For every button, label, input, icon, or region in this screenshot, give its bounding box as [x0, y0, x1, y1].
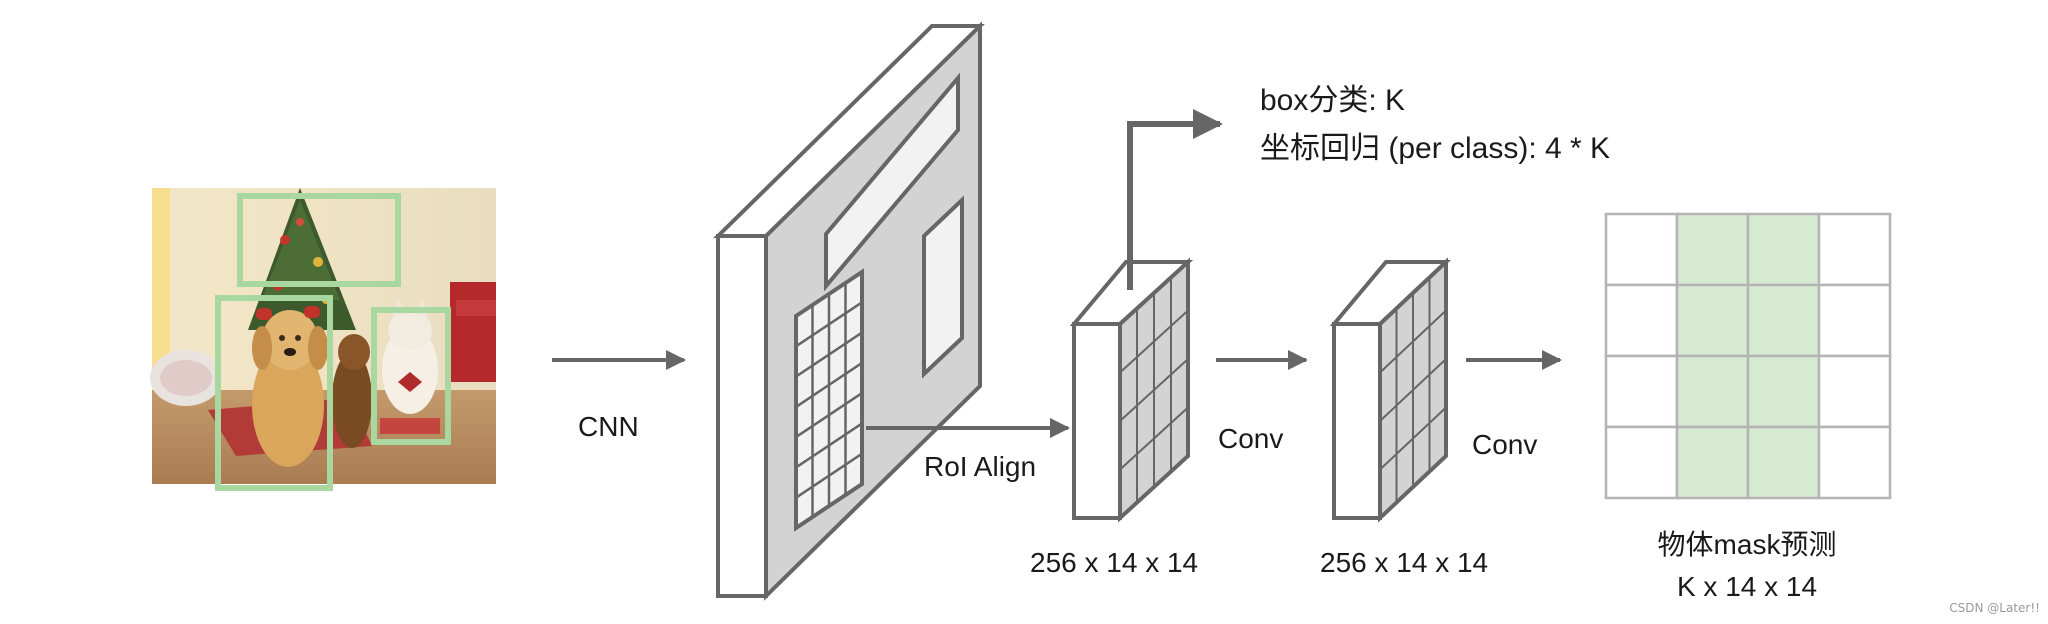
roi-grid-lines — [795, 283, 863, 517]
mask-prediction-grid — [1604, 212, 1892, 500]
conv-label-1: Conv — [1218, 423, 1283, 454]
mask-cell-foreground — [1746, 283, 1821, 358]
mask-cell-background — [1604, 283, 1679, 358]
mask-cell-background — [1817, 425, 1892, 500]
feature-map-panel-right — [922, 195, 964, 379]
box-regression-label: 坐标回归 (per class): 4 * K — [1260, 132, 1610, 165]
feature-dim-label-2: 256 x 14 x 14 — [1320, 547, 1488, 578]
watermark: CSDN @Later!! — [1949, 601, 2040, 615]
mask-cell-background — [1604, 354, 1679, 429]
mask-cell-background — [1604, 212, 1679, 287]
mask-dim-label: K x 14 x 14 — [1677, 571, 1817, 602]
detection-boxes — [215, 193, 451, 491]
roi-align-label: RoI Align — [924, 451, 1036, 482]
mask-cell-foreground — [1675, 212, 1750, 287]
cnn-feature-map — [713, 21, 985, 601]
conv-label-2: Conv — [1472, 429, 1537, 460]
mask-cell-background — [1817, 212, 1892, 287]
arrow-to-box-heads — [1127, 109, 1223, 290]
mask-title-label: 物体mask预测 — [1658, 529, 1837, 560]
mask-cell-foreground — [1746, 212, 1821, 287]
conv-feature-block-2-grid — [1379, 277, 1447, 503]
feature-map-front-face — [716, 234, 768, 598]
detection-box-dog — [215, 295, 333, 491]
detection-box-cat — [371, 307, 451, 445]
cnn-label: CNN — [578, 411, 639, 442]
feature-map-panel-top — [824, 72, 960, 292]
mask-cell-foreground — [1675, 283, 1750, 358]
mask-cell-foreground — [1746, 425, 1821, 500]
input-image — [150, 188, 496, 484]
mask-cell-background — [1604, 425, 1679, 500]
mask-cell-foreground — [1746, 354, 1821, 429]
mask-cell-foreground — [1675, 354, 1750, 429]
feature-dim-label-1: 256 x 14 x 14 — [1030, 547, 1198, 578]
mask-cell-background — [1817, 354, 1892, 429]
roi-feature-block-1-grid — [1119, 277, 1189, 503]
mask-cell-foreground — [1675, 425, 1750, 500]
mask-cell-background — [1817, 283, 1892, 358]
detection-box-tree — [237, 193, 401, 287]
box-classification-label: box分类: K — [1260, 84, 1405, 117]
